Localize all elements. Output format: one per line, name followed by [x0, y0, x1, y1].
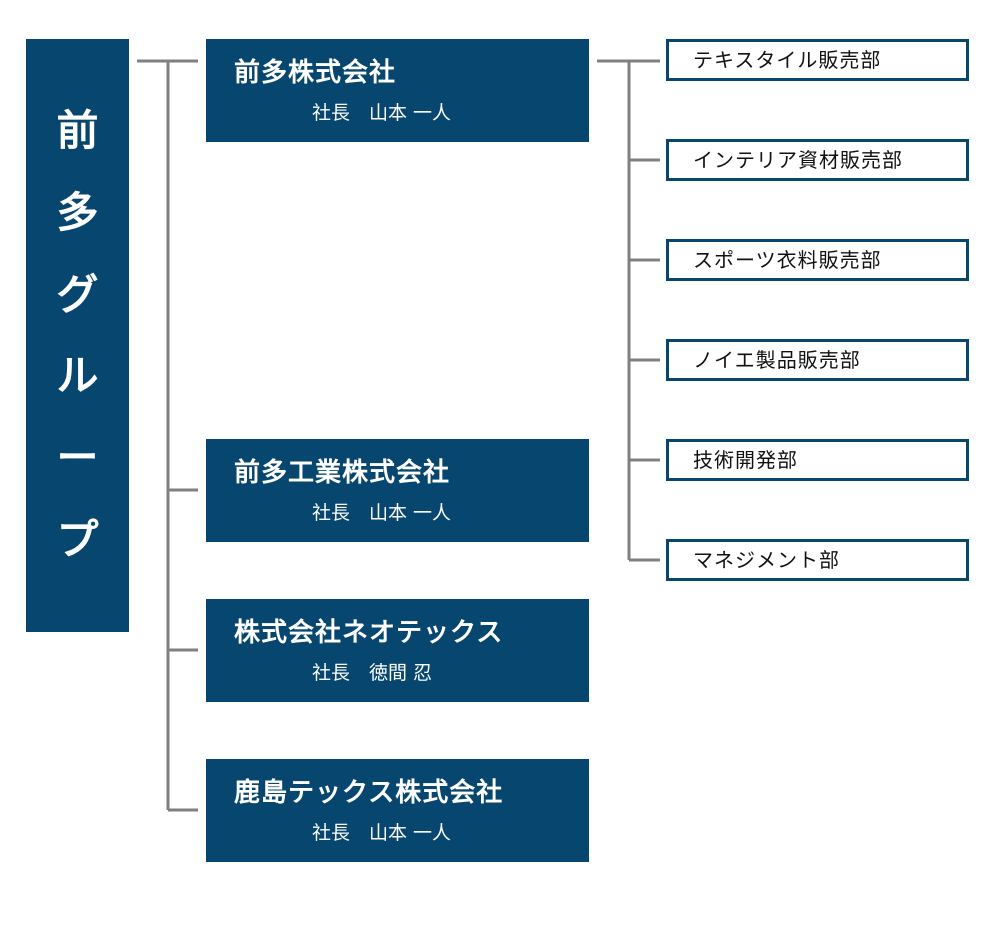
dept-sports-apparel-sales: スポーツ衣料販売部: [666, 239, 969, 281]
company-box-maeta: 前多株式会社 社長 山本 一人: [206, 39, 589, 142]
company-president: 社長 徳間 忍: [312, 662, 433, 684]
group-title-char: 多: [56, 187, 99, 237]
company-president: 社長 山本 一人: [312, 102, 452, 124]
dept-neue-products-sales: ノイエ製品販売部: [666, 339, 969, 381]
dept-technology-development: 技術開発部: [666, 439, 969, 481]
company-president: 社長 山本 一人: [312, 822, 452, 844]
company-name: 前多株式会社: [234, 58, 397, 88]
dept-management: マネジメント部: [666, 539, 969, 581]
group-title-char: 前: [56, 105, 99, 155]
group-title-box: 前 多 グ ル ー プ: [26, 39, 129, 632]
company-box-neotex: 株式会社ネオテックス 社長 徳間 忍: [206, 599, 589, 702]
company-box-kashima-tex: 鹿島テックス株式会社 社長 山本 一人: [206, 759, 589, 862]
dept-interior-materials-sales: インテリア資材販売部: [666, 139, 969, 181]
group-title-char: ー: [56, 433, 99, 483]
group-title-char: ル: [56, 351, 99, 401]
dept-textile-sales: テキスタイル販売部: [666, 39, 969, 81]
company-name: 前多工業株式会社: [234, 458, 451, 488]
company-name: 鹿島テックス株式会社: [234, 778, 504, 808]
company-box-maeta-kogyo: 前多工業株式会社 社長 山本 一人: [206, 439, 589, 542]
company-president: 社長 山本 一人: [312, 502, 452, 524]
company-name: 株式会社ネオテックス: [234, 618, 504, 648]
group-title-char: グ: [56, 269, 99, 319]
group-title-char: プ: [56, 515, 99, 565]
